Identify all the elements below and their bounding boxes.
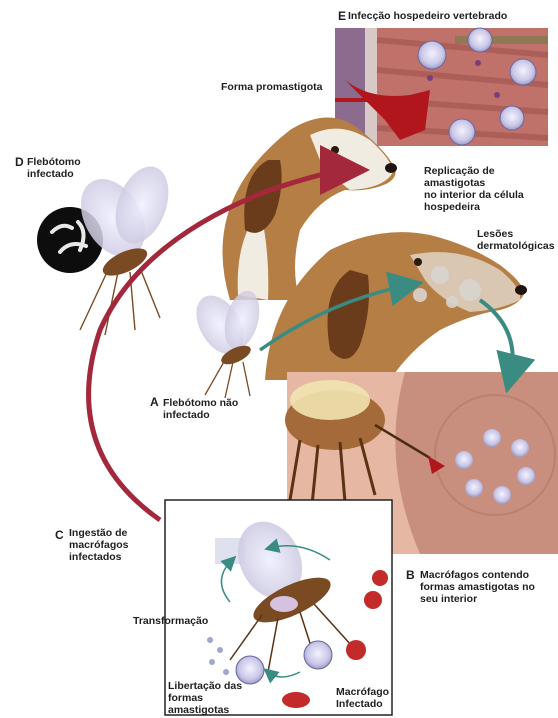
- panel-e-title: Infecção hospedeiro vertebrado: [348, 10, 507, 22]
- label-infected-macrophage: Macrófago Infectado: [336, 686, 389, 710]
- panel-a-letter: A: [150, 395, 159, 409]
- label-amastigote-release: Libertação das formas amastigotas: [168, 680, 242, 716]
- label-dermatological-lesions: Lesões dermatológicas: [477, 228, 555, 252]
- label-amastigote-replication: Replicação de amastigotas no interior da…: [424, 165, 558, 213]
- infected-sandfly-illustration: [37, 159, 178, 335]
- panel-e-letter: E: [338, 9, 346, 23]
- panel-e-skin-section: [335, 28, 548, 146]
- panel-b-label: Macrófagos contendo formas amastigotas n…: [420, 569, 535, 605]
- panel-d-label: Flebótomo infectado: [27, 156, 81, 180]
- panel-b-letter: B: [406, 568, 415, 582]
- label-promastigote-form: Forma promastigota: [221, 81, 323, 93]
- panel-d-letter: D: [15, 155, 24, 169]
- panel-a-label: Flebótomo não infectado: [163, 397, 238, 421]
- uninfected-sandfly-illustration: [187, 287, 266, 398]
- label-transformation: Transformação: [133, 615, 208, 627]
- panel-c-letter: C: [55, 528, 64, 542]
- panel-c-label: Ingestão de macrófagos infectados: [69, 527, 129, 563]
